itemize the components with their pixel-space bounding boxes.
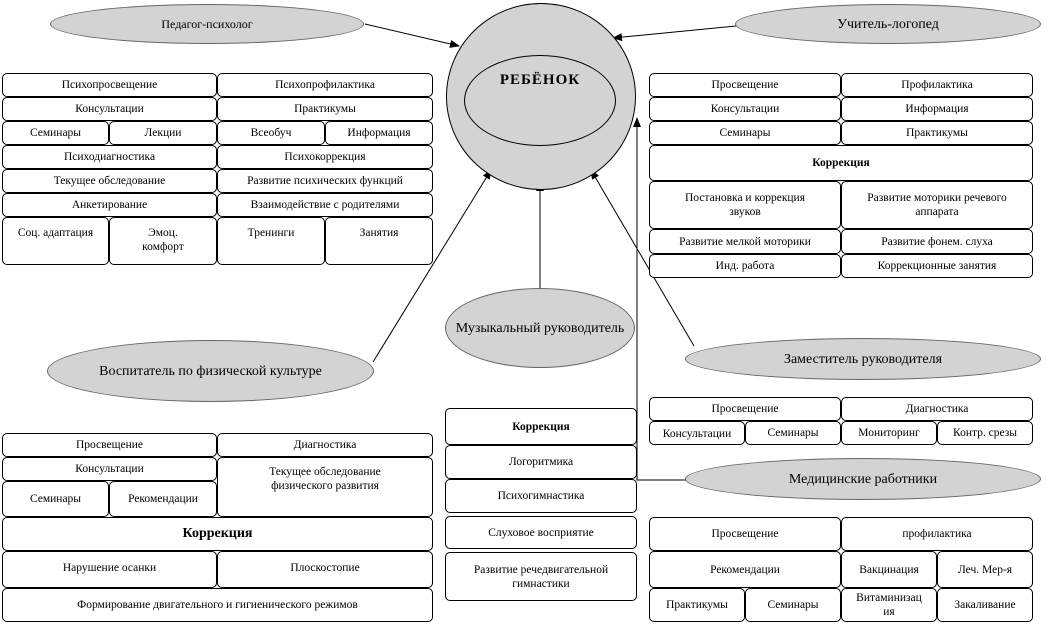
- psy-cell: Консультации: [2, 97, 217, 121]
- psy-cell: Взаимодействие с родителями: [217, 193, 433, 217]
- deputy-cell: Просвещение: [649, 397, 841, 421]
- psy-cell: Лекции: [109, 121, 217, 145]
- deputy-cell: Диагностика: [841, 397, 1033, 421]
- arrow-deputy: [590, 169, 695, 347]
- role-medical: Медицинские работники: [685, 458, 1041, 500]
- arrow-speech-therapist: [612, 25, 737, 42]
- pe-cell: Просвещение: [2, 433, 217, 457]
- role-deputy: Заместитель руководителя: [685, 338, 1041, 380]
- arrow-pe-teacher: [372, 169, 492, 363]
- psy-cell: Информация: [325, 121, 433, 145]
- pe-cell: Нарушение осанки: [2, 551, 217, 588]
- med-cell: Закаливание: [937, 588, 1033, 622]
- music-cell: Развитие речедвигательной гимнастики: [445, 552, 637, 601]
- psy-cell: Развитие психических функций: [217, 169, 433, 193]
- med-cell: профилактика: [841, 517, 1033, 551]
- speech-cell: Семинары: [649, 121, 841, 145]
- psy-cell: Занятия: [325, 217, 433, 265]
- psy-cell: Текущее обследование: [2, 169, 217, 193]
- child-label: РЕБЁНОК: [499, 72, 581, 88]
- speech-cell: Инд. работа: [649, 254, 841, 278]
- psy-cell: Всеобуч: [217, 121, 325, 145]
- psy-cell: Психодиагностика: [2, 145, 217, 169]
- med-cell: Леч. Мер-я: [937, 551, 1033, 588]
- music-cell: Психогимнастика: [445, 479, 637, 513]
- speech-cell: Консультации: [649, 97, 841, 121]
- speech-cell: Постановка и коррекция звуков: [649, 181, 841, 229]
- speech-cell: Информация: [841, 97, 1033, 121]
- med-cell: Рекомендации: [649, 551, 841, 588]
- arrow-medical: [633, 117, 686, 481]
- psy-cell: Анкетирование: [2, 193, 217, 217]
- pe-cell: Текущее обследование физического развити…: [217, 457, 433, 517]
- speech-correction-header: Коррекция: [649, 145, 1033, 181]
- role-speech-therapist: Учитель-логопед: [735, 4, 1041, 44]
- med-cell: Витаминизация: [841, 588, 937, 622]
- speech-cell: Просвещение: [649, 73, 841, 97]
- deputy-cell: Контр. срезы: [937, 421, 1033, 445]
- role-pe-teacher: Воспитатель по физической культуре: [47, 340, 374, 402]
- child-inner-ellipse: РЕБЁНОК: [464, 55, 616, 146]
- pe-cell: Рекомендации: [109, 481, 217, 517]
- psy-cell: Психокоррекция: [217, 145, 433, 169]
- med-cell: Семинары: [745, 588, 841, 622]
- music-cell: Логоритмика: [445, 445, 637, 479]
- pe-cell: Формирование двигательного и гигиеническ…: [2, 588, 433, 622]
- speech-cell: Развитие моторики речевого аппарата: [841, 181, 1033, 229]
- psy-cell: Практикумы: [217, 97, 433, 121]
- pe-correction-header: Коррекция: [2, 517, 433, 551]
- music-cell: Слуховое восприятие: [445, 516, 637, 549]
- med-cell: Практикумы: [649, 588, 745, 622]
- speech-cell: Профилактика: [841, 73, 1033, 97]
- speech-cell: Коррекционные занятия: [841, 254, 1033, 278]
- psy-cell: Эмоц. комфорт: [109, 217, 217, 265]
- arrow-psychologist: [364, 23, 460, 48]
- pe-cell: Диагностика: [217, 433, 433, 457]
- pe-cell: Консультации: [2, 457, 217, 481]
- med-cell: Вакцинация: [841, 551, 937, 588]
- music-correction-header: Коррекция: [445, 408, 637, 445]
- psy-cell: Психопрофилактика: [217, 73, 433, 97]
- deputy-cell: Семинары: [745, 421, 841, 445]
- role-music: Музыкальный руководитель: [445, 288, 635, 368]
- psy-cell: Тренинги: [217, 217, 325, 265]
- speech-cell: Развитие фонем. слуха: [841, 229, 1033, 254]
- role-psychologist: Педагог-психолог: [50, 4, 364, 44]
- psy-cell: Соц. адаптация: [2, 217, 109, 265]
- psy-cell: Психопросвещение: [2, 73, 217, 97]
- med-cell: Просвещение: [649, 517, 841, 551]
- speech-cell: Практикумы: [841, 121, 1033, 145]
- speech-cell: Развитие мелкой моторики: [649, 229, 841, 254]
- pe-cell: Плоскостопие: [217, 551, 433, 588]
- deputy-cell: Мониторинг: [841, 421, 937, 445]
- deputy-cell: Консультации: [649, 421, 745, 445]
- pe-cell: Семинары: [2, 481, 109, 517]
- psy-cell: Семинары: [2, 121, 109, 145]
